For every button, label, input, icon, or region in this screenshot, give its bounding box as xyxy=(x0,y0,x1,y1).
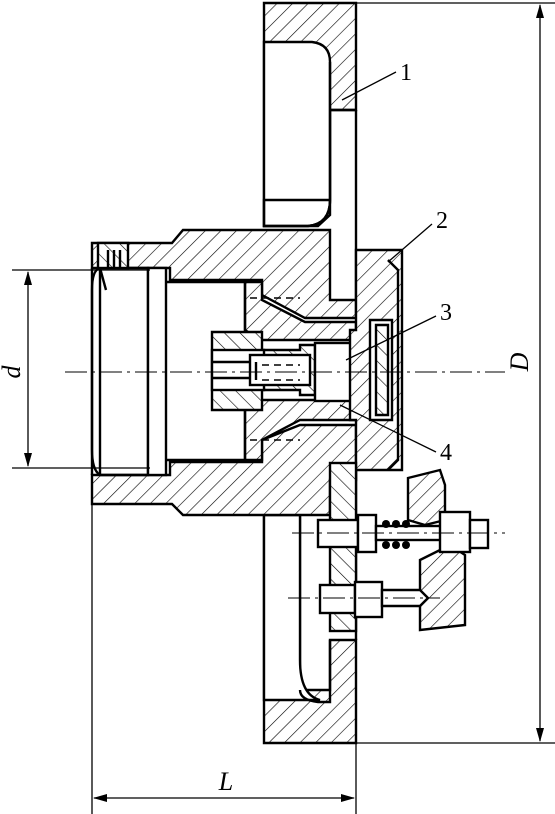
part-label-4: 4 xyxy=(440,440,452,466)
part-callouts: 1 2 3 4 xyxy=(339,60,452,466)
adjust-mechanism xyxy=(316,461,490,633)
part-label-2: 2 xyxy=(436,208,448,234)
dimension-L-label: L xyxy=(218,767,233,796)
cover-plate-part-2 xyxy=(348,248,404,472)
dimension-L: L xyxy=(91,505,357,814)
dimension-D: D xyxy=(356,2,555,744)
dimension-d: d xyxy=(0,269,150,469)
dimension-D-label: D xyxy=(505,352,534,372)
part-label-1: 1 xyxy=(400,60,412,86)
part-label-3: 3 xyxy=(440,300,452,326)
dimension-d-label: d xyxy=(0,365,26,379)
center-lines xyxy=(65,297,505,599)
